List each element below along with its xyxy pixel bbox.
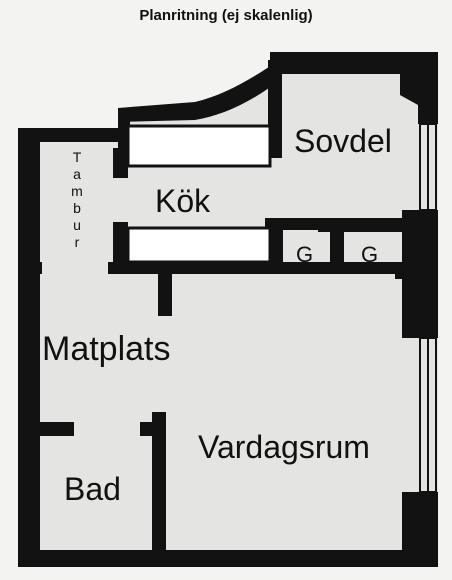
wall-closet-right (395, 265, 410, 279)
tambur-letter: a (73, 166, 81, 182)
wall-west (18, 128, 40, 565)
wall-stub-matplats (158, 270, 172, 316)
wall-northeast-corner (400, 52, 438, 120)
wall-east-south (402, 492, 438, 552)
wall-north-curved (118, 58, 282, 122)
wall-north-bedroom (270, 52, 420, 74)
room-label-bad: Bad (64, 471, 121, 507)
windows-east (419, 123, 437, 493)
tambur-letter: T (73, 149, 82, 165)
tambur-letter: u (73, 217, 81, 233)
room-label-garderob-2: G (361, 242, 378, 267)
room-label-garderob-1: G (296, 242, 313, 267)
outer-walls (18, 52, 438, 567)
wall-east-a (418, 118, 438, 124)
tambur-letter: r (75, 234, 80, 250)
wall-closet-top-1 (265, 218, 333, 230)
wall-tambur-bottom (22, 262, 42, 274)
interior-walls (22, 128, 410, 562)
counter-upper (126, 124, 272, 168)
wall-north-tambur (18, 128, 118, 142)
page-title: Planritning (ej skalenlig) (139, 7, 313, 24)
floor-area (22, 62, 438, 565)
wall-kitchen-west-lower (113, 222, 128, 272)
wall-bath-east (152, 412, 166, 562)
wall-tambur-top (98, 128, 118, 138)
room-label-matplats: Matplats (42, 330, 171, 368)
wall-south (18, 550, 438, 567)
room-label-vardagsrum: Vardagsrum (198, 429, 370, 465)
wall-bath-top-left (22, 422, 74, 436)
wall-closet-divider (330, 218, 344, 270)
counter-lower (126, 226, 272, 264)
room-label-sovdel: Sovdel (294, 123, 392, 159)
room-label-kok: Kök (155, 183, 211, 219)
tambur-letter: m (71, 183, 83, 199)
kitchen-counters (126, 124, 272, 264)
tambur-letter: b (73, 200, 81, 216)
wall-kitchen-west-upper (113, 148, 128, 178)
